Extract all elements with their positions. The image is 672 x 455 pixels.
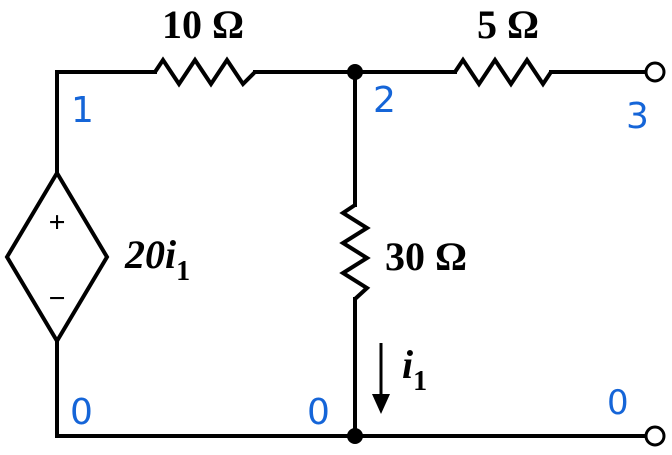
label-10-ohm: 10 Ω [162, 2, 244, 47]
node-label-0-mid: 0 [307, 392, 330, 433]
resistor-30-ohm [339, 203, 371, 301]
label-30-ohm: 30 Ω [385, 234, 467, 279]
resistor-10-ohm [153, 56, 257, 88]
junction-node-2 [347, 64, 363, 80]
label-source-value: 20i1 [124, 232, 190, 287]
node-label-1: 1 [71, 90, 94, 131]
node-label-0-right: 0 [607, 383, 629, 423]
node-label-0-left: 0 [70, 392, 93, 433]
node-label-3: 3 [626, 96, 649, 137]
dependent-source-diamond [4, 169, 110, 345]
label-5-ohm: 5 Ω [477, 2, 539, 47]
source-minus-sign: − [48, 282, 65, 315]
current-subscript: 1 [413, 366, 427, 397]
source-coefficient: 20i [124, 232, 176, 277]
terminal-top-right [644, 61, 666, 83]
junction-node-0 [347, 428, 363, 444]
resistor-5-ohm [453, 56, 553, 88]
source-plus-sign: + [48, 206, 65, 239]
current-symbol: i [402, 342, 413, 387]
current-arrow [372, 343, 390, 414]
node-label-2: 2 [373, 80, 396, 121]
label-current: i1 [402, 342, 427, 397]
source-subscript: 1 [176, 256, 190, 287]
terminal-bottom-right [644, 425, 666, 447]
